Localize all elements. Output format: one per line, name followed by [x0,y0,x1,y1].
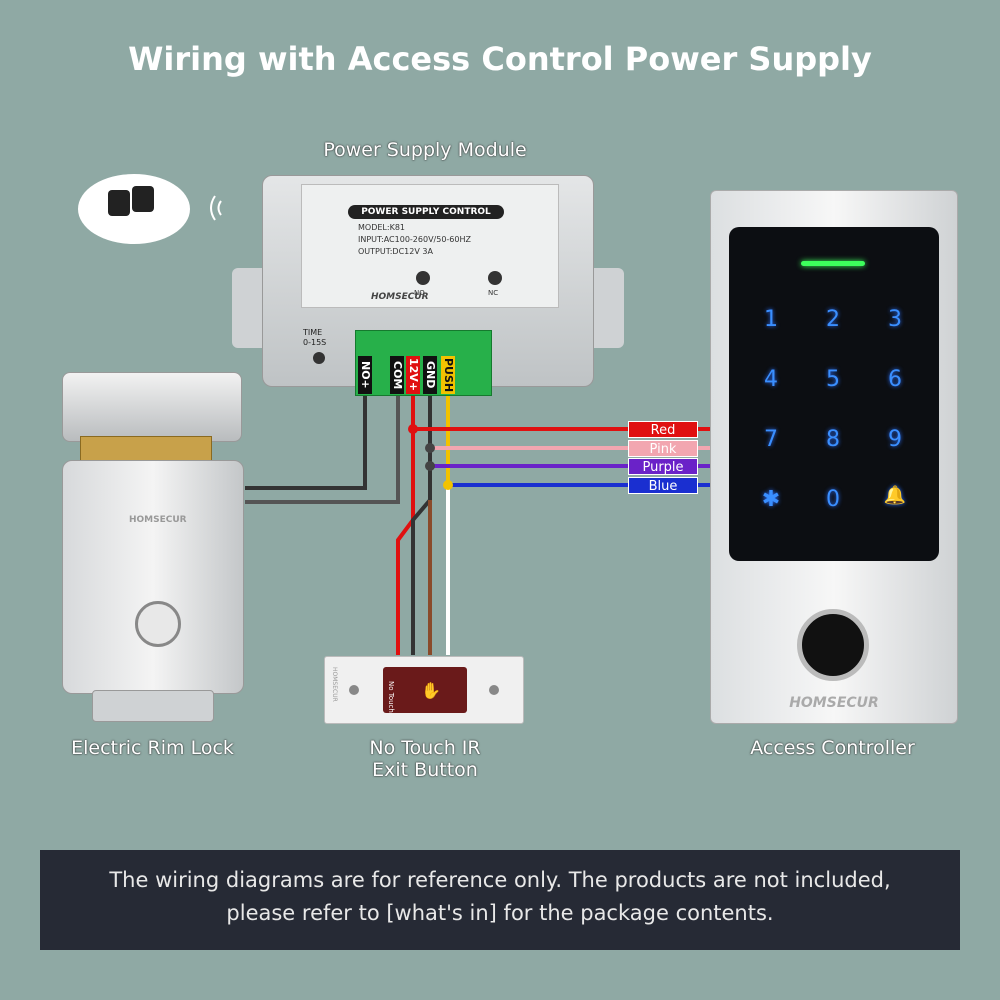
remote-fobs-image [78,174,190,244]
power-supply-brand: HOMSECUR [371,292,429,302]
nc-label: NC [488,289,499,297]
bell-icon[interactable]: 🔔 [883,485,907,506]
exit-button-side-text: HOMSECUR [331,667,338,702]
exit-button-plate: HOMSECUR No Touch ✋ [324,656,524,724]
remote-fob [108,190,130,216]
access-controller: 1 2 3 4 5 6 7 8 9 ✱ 0 🔔 HOMSECUR [710,190,958,724]
model-text: MODEL:K81 [358,223,405,232]
status-led [801,261,865,266]
lock-brand: HOMSECUR [129,515,187,525]
time-adjust-knob[interactable] [313,352,325,364]
key-star[interactable]: ✱ [761,487,781,512]
key-2[interactable]: 2 [826,307,840,332]
wire-gnd-exit [411,395,432,655]
junction-blue [443,480,453,490]
lock-base [92,690,214,722]
terminal-com: COM [390,356,404,394]
wire-tag-pink: Pink [628,440,698,457]
terminal-push: PUSH [441,356,455,394]
output-text: OUTPUT:DC12V 3A [358,247,433,256]
power-supply-module: POWER SUPPLY CONTROL MODEL:K81 INPUT:AC1… [262,175,594,387]
electric-rim-lock: HOMSECUR [62,460,244,694]
wire-com [245,395,400,504]
no-label: NO [414,289,425,297]
terminal-no: NO+ [358,356,372,394]
lock-caption: Electric Rim Lock [71,737,234,759]
label-plate-title: POWER SUPPLY CONTROL [348,205,504,219]
key-5[interactable]: 5 [826,367,840,392]
keypad-panel: 1 2 3 4 5 6 7 8 9 ✱ 0 🔔 [729,227,939,561]
screw-hole [349,685,359,695]
hand-icon: ✋ [421,681,441,700]
junction-purple [425,461,435,471]
wire-tag-purple: Purple [628,458,698,475]
junction-red [408,424,418,434]
key-8[interactable]: 8 [826,427,840,452]
key-0[interactable]: 0 [826,487,840,512]
power-supply-label-plate: POWER SUPPLY CONTROL MODEL:K81 INPUT:AC1… [301,184,559,308]
exit-button-caption-line1: No Touch IR [369,737,481,759]
wireless-signal-icon [210,195,222,221]
lock-latch [80,436,212,464]
fingerprint-sensor[interactable] [797,609,869,681]
wire-no [245,395,367,490]
disclaimer-line-2: please refer to [what's in] for the pack… [226,901,774,925]
nc-led [488,271,502,285]
controller-brand: HOMSECUR [789,695,879,711]
power-supply-caption: Power Supply Module [323,139,527,161]
exit-button-caption-line2: Exit Button [372,759,478,781]
disclaimer-line-1: The wiring diagrams are for reference on… [109,868,891,892]
wire-tag-red: Red [628,421,698,438]
key-3[interactable]: 3 [888,307,902,332]
junction-pink [425,443,435,453]
remote-fob [132,186,154,212]
diagram-title: Wiring with Access Control Power Supply [128,40,872,78]
time-range: 0-15S [303,338,327,347]
key-6[interactable]: 6 [888,367,902,392]
exit-button-sensor[interactable]: No Touch ✋ [383,667,467,713]
wire-tag-blue: Blue [628,477,698,494]
key-9[interactable]: 9 [888,427,902,452]
lock-button[interactable] [135,601,181,647]
key-7[interactable]: 7 [764,427,778,452]
terminal-gnd: GND [423,356,437,394]
wire-12v-exit [396,395,415,655]
key-1[interactable]: 1 [764,307,778,332]
disclaimer-box: The wiring diagrams are for reference on… [40,850,960,950]
controller-caption: Access Controller [750,737,915,759]
input-text: INPUT:AC100-260V/50-60HZ [358,235,471,244]
time-label: TIME [303,328,323,337]
no-led [416,271,430,285]
exit-button-text: No Touch [387,681,395,713]
screw-hole [489,685,499,695]
terminal-12v: 12V+ [406,356,420,394]
key-4[interactable]: 4 [764,367,778,392]
lock-bolt-housing [62,372,242,442]
